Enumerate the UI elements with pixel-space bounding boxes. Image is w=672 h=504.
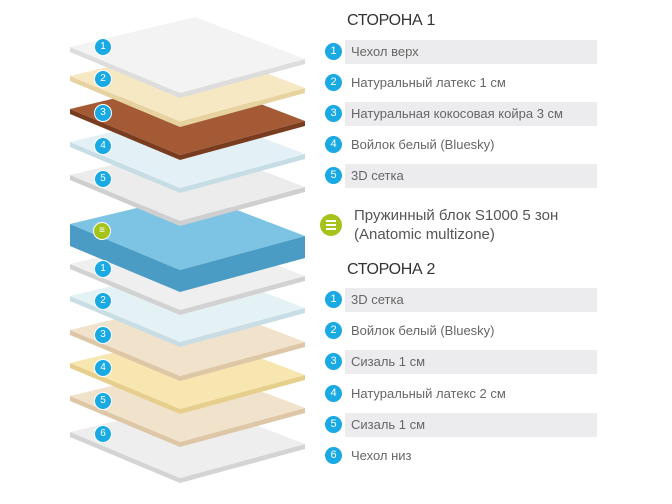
spring-block-badge-icon: ≡: [93, 222, 111, 240]
layer-label: Натуральный латекс 2 см: [351, 385, 506, 401]
layer-label: Натуральная кокосовая койра 3 см: [345, 102, 597, 126]
layer-number-badge: 5: [94, 170, 112, 188]
number-badge: 1: [325, 291, 342, 308]
number-badge: 2: [325, 74, 342, 91]
number-badge: 3: [325, 105, 342, 122]
layer-number-badge: 1: [94, 260, 112, 278]
layer-row: 2 Натуральный латекс 1 см: [325, 71, 597, 95]
layer-number-badge: 6: [94, 425, 112, 443]
layer-number-badge: 4: [94, 359, 112, 377]
layer-label: Чехол низ: [351, 448, 412, 463]
layer-label: Войлок белый (Bluesky): [351, 323, 495, 339]
side2-title: СТОРОНА 2: [347, 261, 436, 278]
layer-number-badge: 4: [94, 137, 112, 155]
layer-number-badge: 3: [94, 326, 112, 344]
layer-label: 3D сетка: [345, 164, 597, 188]
number-badge: 3: [325, 353, 342, 371]
spring-block-layer: [70, 194, 305, 292]
cover-top-layer: [70, 17, 305, 98]
number-badge: 4: [325, 384, 342, 402]
layer-row: 6 Чехол низ: [325, 444, 597, 468]
layer-label: Сизаль 1 см: [345, 350, 597, 375]
layer-number-badge: 3: [94, 104, 112, 122]
side1-title: СТОРОНА 1: [347, 12, 436, 29]
layer-label: Натуральный латекс 1 см: [351, 75, 506, 90]
layer-label: Войлок белый (Bluesky): [351, 137, 495, 152]
layer-row: 4 Натуральный латекс 2 см: [325, 382, 597, 406]
spring-line2: (Anatomic multizone): [354, 226, 495, 243]
number-badge: 2: [325, 322, 342, 340]
layer-stack-illustration: [70, 17, 305, 483]
number-badge: 5: [325, 415, 342, 433]
number-badge: 6: [325, 447, 342, 464]
layer-number-badge: 1: [94, 38, 112, 56]
layer-number-badge: 2: [94, 70, 112, 88]
layer-number-badge: 5: [94, 392, 112, 410]
layer-row: 4 Войлок белый (Bluesky): [325, 133, 597, 157]
layer-label: Сизаль 1 см: [345, 412, 597, 437]
number-badge: 5: [325, 167, 342, 184]
number-badge: 4: [325, 136, 342, 153]
spring-line1: Пружинный блок S1000 5 зон: [354, 207, 559, 224]
layer-row: 2 Войлок белый (Bluesky): [325, 319, 597, 343]
layer-label: Чехол верх: [345, 40, 597, 64]
layer-number-badge: 2: [94, 292, 112, 310]
number-badge: 1: [325, 43, 342, 60]
menu-lines-icon: [320, 214, 342, 236]
layer-label: 3D сетка: [345, 288, 597, 312]
